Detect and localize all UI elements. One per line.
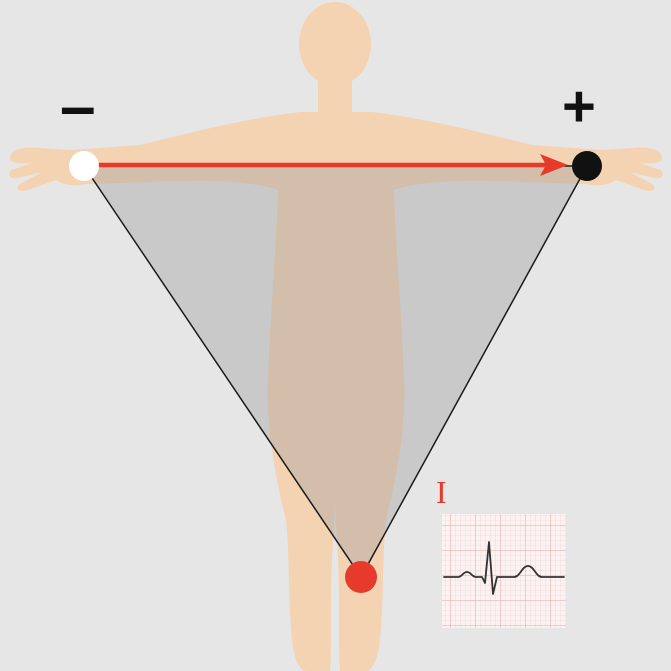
ecg-waveform-icon <box>442 514 566 628</box>
lead-label: I <box>436 474 447 510</box>
negative-sign-label: – <box>60 70 96 142</box>
lead-vector-arrow <box>96 154 568 176</box>
human-silhouette-icon <box>9 2 663 671</box>
positive-sign-label: + <box>562 74 596 139</box>
positive-electrode <box>572 151 602 181</box>
ground-electrode <box>345 561 377 593</box>
negative-electrode <box>69 151 99 181</box>
